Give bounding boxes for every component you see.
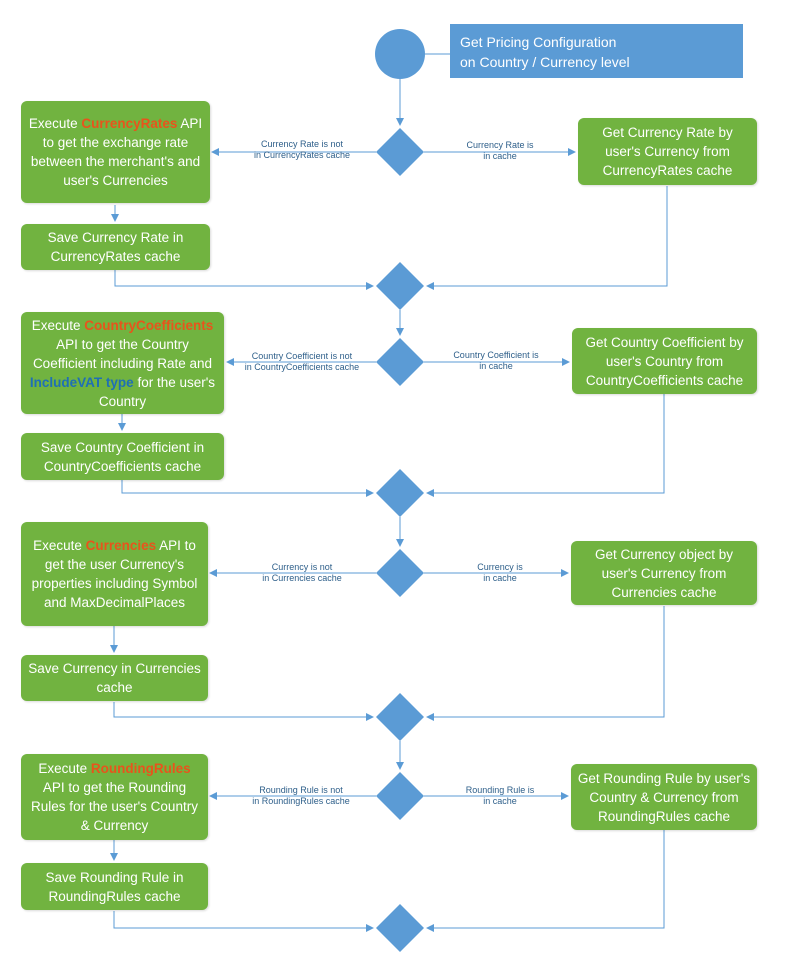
execute-prefix: Execute [38,761,91,776]
connector-get-to-merge-3 [426,606,665,721]
execute-country-coefficients-box: Execute CountryCoefficients API to get t… [21,312,224,414]
execute-text: API to get the user Currency's propertie… [31,538,198,610]
get-currency-rate-box: Get Currency Rate by user's Currency fro… [578,118,757,185]
save-currency-box: Save Currency in Currencies cache [21,655,208,701]
execute-text: API to get the Rounding Rules for the us… [31,780,198,833]
label-in-cache-2-line2: in cache [479,361,513,371]
label-not-in-cache-2-line1: Country Coefficient is not [251,351,353,361]
label-not-in-cache-2: Country Coefficient is not in CountryCoe… [232,351,372,373]
label-in-cache-1-line1: Currency Rate is [466,140,534,150]
label-in-cache-4-line2: in cache [483,796,517,806]
label-in-cache-2: Country Coefficient is in cache [436,350,556,372]
execute-rounding-rules-box: Execute RoundingRules API to get the Rou… [21,754,208,840]
label-not-in-cache-4-line1: Rounding Rule is not [259,785,343,795]
get-country-coefficient-box: Get Country Coefficient by user's Countr… [572,328,757,394]
save-currency-rate-box: Save Currency Rate in CurrencyRates cach… [21,224,210,270]
save-country-coefficient-text: Save Country Coefficient in CountryCoeff… [40,439,205,474]
get-rounding-rule-box: Get Rounding Rule by user's Country & Cu… [571,764,757,830]
label-in-cache-1-line2: in cache [483,151,517,161]
label-in-cache-2-line1: Country Coefficient is [453,350,539,360]
api-name-rounding-rules: RoundingRules [90,761,191,776]
label-not-in-cache-1-line2: in CurrencyRates cache [253,150,351,160]
start-note: Get Pricing Configuration on Country / C… [450,24,743,78]
connector-save-to-merge-3 [113,702,374,721]
get-currency-object-box: Get Currency object by user's Currency f… [571,541,757,605]
get-currency-object-text: Get Currency object by user's Currency f… [594,546,734,600]
execute-prefix: Execute [33,538,86,553]
label-not-in-cache-2-line2: in CountryCoefficients cache [244,362,360,372]
merge-diamond-rounding-rule [376,904,424,952]
label-not-in-cache-3-line2: in Currencies cache [262,573,342,583]
merge-diamond-currency-rate [376,262,424,310]
label-not-in-cache-4: Rounding Rule is not in RoundingRules ca… [226,785,376,807]
label-in-cache-4-line1: Rounding Rule is [465,785,535,795]
decision-diamond-rounding-rule [376,772,424,820]
api-name-currencies: Currencies [85,538,157,553]
api-name-currency-rates: CurrencyRates [81,116,178,131]
label-not-in-cache-3: Currency is not in Currencies cache [232,562,372,584]
label-in-cache-1: Currency Rate is in cache [440,140,560,162]
label-in-cache-3-line1: Currency is [477,562,523,572]
save-currency-text: Save Currency in Currencies cache [28,661,201,695]
decision-diamond-country-coefficient [376,338,424,386]
start-note-line1: Get Pricing Configuration [460,34,617,50]
get-currency-rate-text: Get Currency Rate by user's Currency fro… [602,125,733,178]
save-rounding-rule-text: Save Rounding Rule in RoundingRules cach… [45,869,184,904]
execute-text: API to get the Country Coefficient inclu… [32,336,213,371]
label-in-cache-3: Currency is in cache [440,562,560,584]
connector-get-to-merge-4 [426,830,665,932]
start-note-line2: on Country / Currency level [460,54,630,70]
label-in-cache-3-line2: in cache [483,573,517,583]
connector-save-to-merge-4 [113,911,374,932]
connector-get-to-merge-1 [426,186,668,290]
execute-text-end: for the user's Country [98,374,216,409]
connector-save-to-merge-2 [121,480,374,497]
execute-prefix: Execute [28,116,82,131]
include-vat-type-highlight: IncludeVAT type [29,374,134,390]
label-not-in-cache-4-line2: in RoundingRules cache [252,796,350,806]
save-rounding-rule-box: Save Rounding Rule in RoundingRules cach… [21,863,208,910]
start-circle [375,29,425,79]
execute-prefix: Execute [31,317,85,333]
get-rounding-rule-text: Get Rounding Rule by user's Country & Cu… [577,770,751,824]
execute-currency-rates-box: Execute CurrencyRates API to get the exc… [21,101,210,203]
decision-diamond-currency [376,549,424,597]
connector-get-to-merge-2 [426,394,665,497]
api-name-country-coefficients: CountryCoefficients [84,317,214,333]
merge-diamond-currency [376,693,424,741]
save-country-coefficient-box: Save Country Coefficient in CountryCoeff… [21,433,224,480]
label-not-in-cache-1-line1: Currency Rate is not [260,139,344,149]
execute-currencies-box: Execute Currencies API to get the user C… [21,522,208,626]
decision-diamond-currency-rate [376,128,424,176]
connector-save-to-merge-1 [114,270,374,290]
merge-diamond-country-coefficient [376,469,424,517]
get-country-coefficient-text: Get Country Coefficient by user's Countr… [585,334,744,388]
label-not-in-cache-1: Currency Rate is not in CurrencyRates ca… [232,139,372,161]
execute-text: API to get the exchange rate between the… [30,116,203,188]
label-not-in-cache-3-line1: Currency is not [271,562,333,572]
save-currency-rate-text: Save Currency Rate in CurrencyRates cach… [47,230,184,264]
label-in-cache-4: Rounding Rule is in cache [440,785,560,807]
